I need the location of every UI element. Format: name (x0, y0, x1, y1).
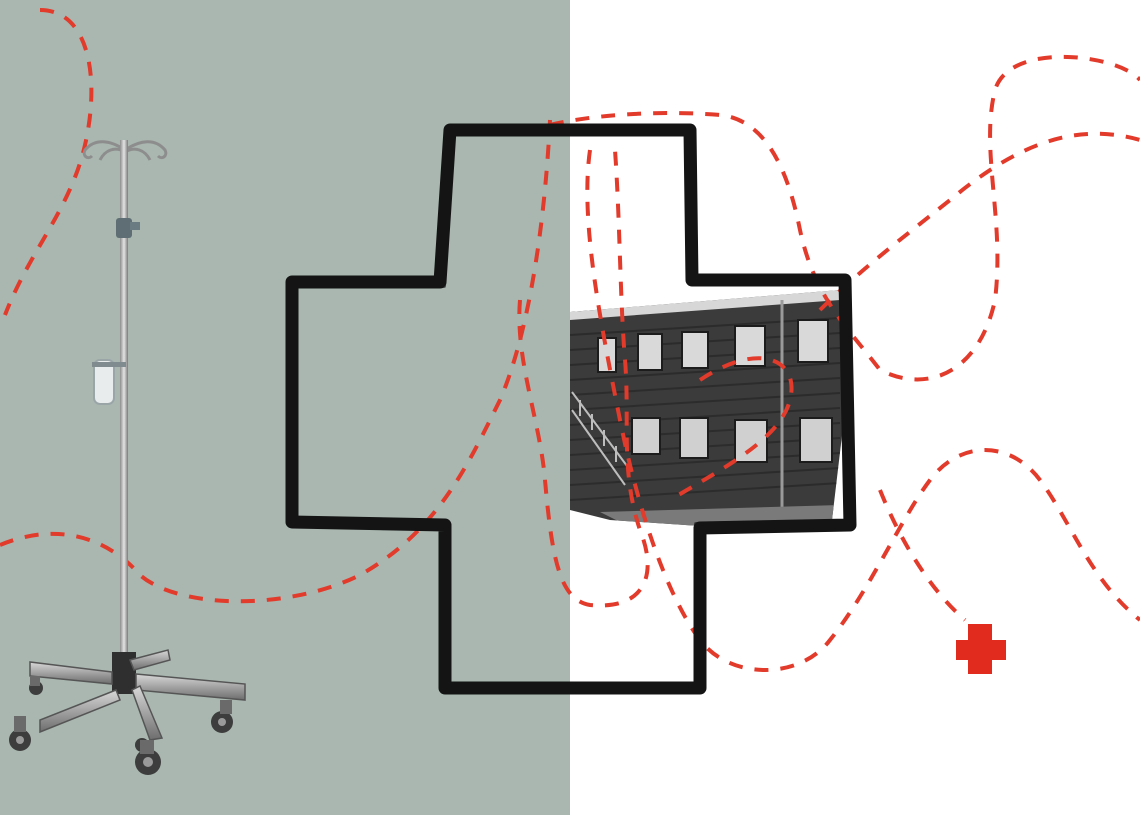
iv-pole-icon (9, 140, 246, 775)
medical-cross-outline-inner-stroke (294, 132, 848, 686)
building-photo (570, 290, 845, 526)
dashed-paths (0, 8, 1140, 672)
red-cross-icon (956, 624, 1006, 674)
